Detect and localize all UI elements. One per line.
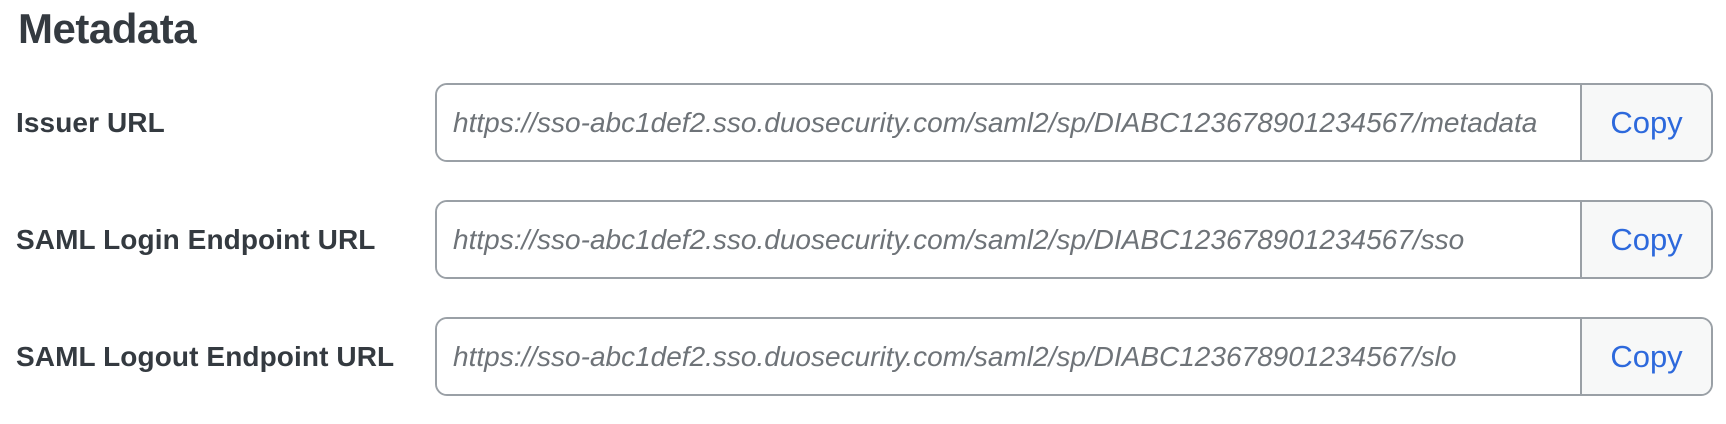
saml-logout-endpoint-url-copy-button[interactable]: Copy [1580,319,1711,394]
saml-login-endpoint-url-label: SAML Login Endpoint URL [16,223,376,255]
saml-logout-endpoint-url-input-group: Copy [435,317,1713,396]
section-title: Metadata [18,5,197,52]
issuer-url-input-group: Copy [435,83,1713,162]
field-row-issuer-url: Issuer URL Copy [16,83,1713,162]
saml-login-endpoint-url-copy-button[interactable]: Copy [1580,202,1711,277]
field-row-saml-login-endpoint-url: SAML Login Endpoint URL Copy [16,200,1713,279]
saml-logout-endpoint-url-label: SAML Logout Endpoint URL [16,340,395,372]
saml-logout-endpoint-url-input[interactable] [437,319,1580,394]
metadata-fields: Issuer URL Copy SAML Login Endpoint URL … [16,83,1713,396]
issuer-url-input[interactable] [437,85,1580,160]
saml-login-endpoint-url-input[interactable] [437,202,1580,277]
field-row-saml-logout-endpoint-url: SAML Logout Endpoint URL Copy [16,317,1713,396]
saml-login-endpoint-url-input-group: Copy [435,200,1713,279]
issuer-url-copy-button[interactable]: Copy [1580,85,1711,160]
issuer-url-label: Issuer URL [16,106,165,138]
